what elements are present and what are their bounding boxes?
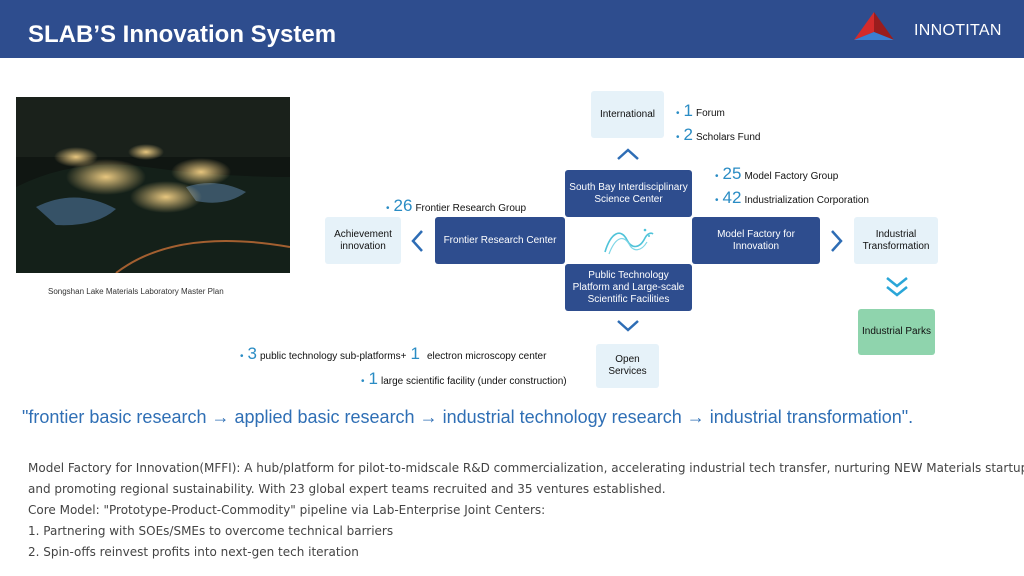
bullet-icon: • — [361, 376, 365, 387]
stat-label: Model Factory Group — [744, 171, 839, 182]
node-international: International — [591, 91, 664, 138]
chevron-right-icon — [831, 230, 843, 252]
bullet-icon: • — [676, 108, 680, 119]
node-achievement-innovation: Achievement innovation — [325, 217, 401, 264]
description-line-1: Model Factory for Innovation(MFFI): A hu… — [28, 461, 1024, 475]
ribbon-emblem-icon — [604, 228, 654, 255]
stat-number: 1 — [368, 369, 378, 388]
stat-number: 3 — [247, 344, 257, 363]
stat-number: 2 — [683, 125, 693, 144]
innotitan-logo: INNOTITAN — [852, 10, 1024, 50]
stat-large-scientific-facility: • 1 large scientific facility (under con… — [361, 369, 567, 389]
node-industrial-transformation: Industrial Transformation — [854, 217, 938, 264]
pipeline-quote: "frontier basic research → applied basic… — [22, 407, 914, 427]
node-model-factory: Model Factory for Innovation — [692, 217, 820, 264]
description-line-4: 1. Partnering with SOEs/SMEs to overcome… — [28, 524, 394, 538]
stat-number: 1 — [410, 344, 420, 363]
photo-caption: Songshan Lake Materials Laboratory Maste… — [48, 287, 224, 296]
bullet-icon: • — [715, 171, 719, 182]
stat-model-factory-group: • 25 Model Factory Group — [715, 164, 838, 184]
stat-scholars-fund: • 2 Scholars Fund — [676, 125, 760, 145]
node-open-services: Open Services — [596, 344, 659, 388]
stat-label: Frontier Research Group — [415, 203, 527, 214]
node-public-technology-platform: Public Technology Platform and Large-sca… — [565, 264, 692, 311]
header-bar: SLAB’S Innovation System INNOTITAN — [0, 0, 1024, 58]
bullet-icon: • — [386, 203, 390, 214]
stat-sub-platforms: • 3 public technology sub-platforms+ 1 e… — [240, 344, 546, 364]
chevron-down-icon — [617, 320, 639, 332]
double-chevron-down-icon — [886, 277, 908, 297]
stat-number: 26 — [393, 196, 413, 215]
page-title: SLAB’S Innovation System — [28, 21, 337, 48]
bullet-icon: • — [676, 132, 680, 143]
stat-label: public technology sub-platforms+ — [259, 351, 407, 362]
node-industrial-parks: Industrial Parks — [858, 309, 935, 355]
description-line-3: Core Model: "Prototype-Product-Commodity… — [28, 503, 546, 517]
stat-label: large scientific facility (under constru… — [380, 376, 567, 387]
stat-label: Scholars Fund — [695, 132, 761, 143]
stat-number: 25 — [722, 164, 742, 183]
triangle-logo-icon — [854, 12, 894, 40]
stat-label: Forum — [695, 108, 725, 119]
stat-forum: • 1 Forum — [676, 101, 725, 121]
stat-number: 42 — [722, 188, 742, 207]
master-plan-photo — [16, 97, 290, 273]
chevron-left-icon — [411, 230, 423, 252]
node-south-bay-center: South Bay Interdisciplinary Science Cent… — [565, 170, 692, 217]
stat-label: Industrialization Corporation — [744, 195, 869, 206]
description-line-2: and promoting regional sustainability. W… — [28, 482, 666, 496]
stat-frontier-research-group: • 26 Frontier Research Group — [386, 196, 526, 216]
chevron-up-icon — [617, 148, 639, 160]
stat-number: 1 — [683, 101, 693, 120]
bullet-icon: • — [240, 351, 244, 362]
node-frontier-research-center: Frontier Research Center — [435, 217, 565, 264]
bullet-icon: • — [715, 195, 719, 206]
stat-industrialization-corporation: • 42 Industrialization Corporation — [715, 188, 869, 208]
description-line-5: 2. Spin-offs reinvest profits into next-… — [28, 545, 359, 559]
brand-name: INNOTITAN — [914, 22, 1002, 39]
stat-label: electron microscopy center — [426, 351, 547, 362]
